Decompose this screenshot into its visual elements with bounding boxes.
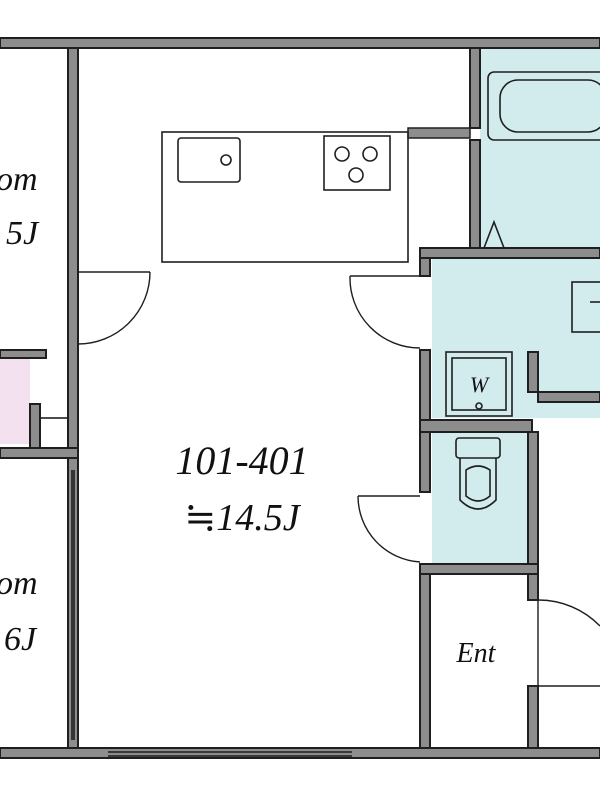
wet-areas — [432, 48, 600, 564]
washer-label: W — [470, 372, 490, 397]
toilet-floor — [432, 432, 528, 564]
kitchen-counter — [161, 131, 409, 263]
closet-tint — [0, 358, 30, 444]
stove-icon — [323, 135, 391, 191]
left-upper-room-size: 5J — [6, 215, 40, 252]
bath-folding-door-icon — [483, 219, 505, 249]
bathtub-icon — [487, 71, 600, 141]
entrance-label: Ent — [456, 638, 497, 669]
kitchen-wall-stub — [407, 127, 471, 139]
left-upper-room-label: om — [0, 161, 38, 198]
door-swing-icon — [77, 271, 600, 687]
ldk-size-label: ≒14.5J — [184, 497, 301, 539]
sink-icon — [177, 137, 241, 183]
bathroom-floor — [480, 48, 600, 248]
washbasin-icon — [571, 281, 600, 333]
washer-pan-icon — [445, 351, 513, 417]
left-lower-room-label: om — [0, 565, 38, 602]
left-lower-room-size: 6J — [4, 621, 38, 658]
toilet-icon — [455, 437, 501, 510]
balcony-window-icon — [108, 751, 352, 757]
closet-box — [39, 417, 69, 449]
exterior-walls — [0, 37, 600, 759]
ldk-unit-label: 101-401 — [175, 438, 308, 483]
